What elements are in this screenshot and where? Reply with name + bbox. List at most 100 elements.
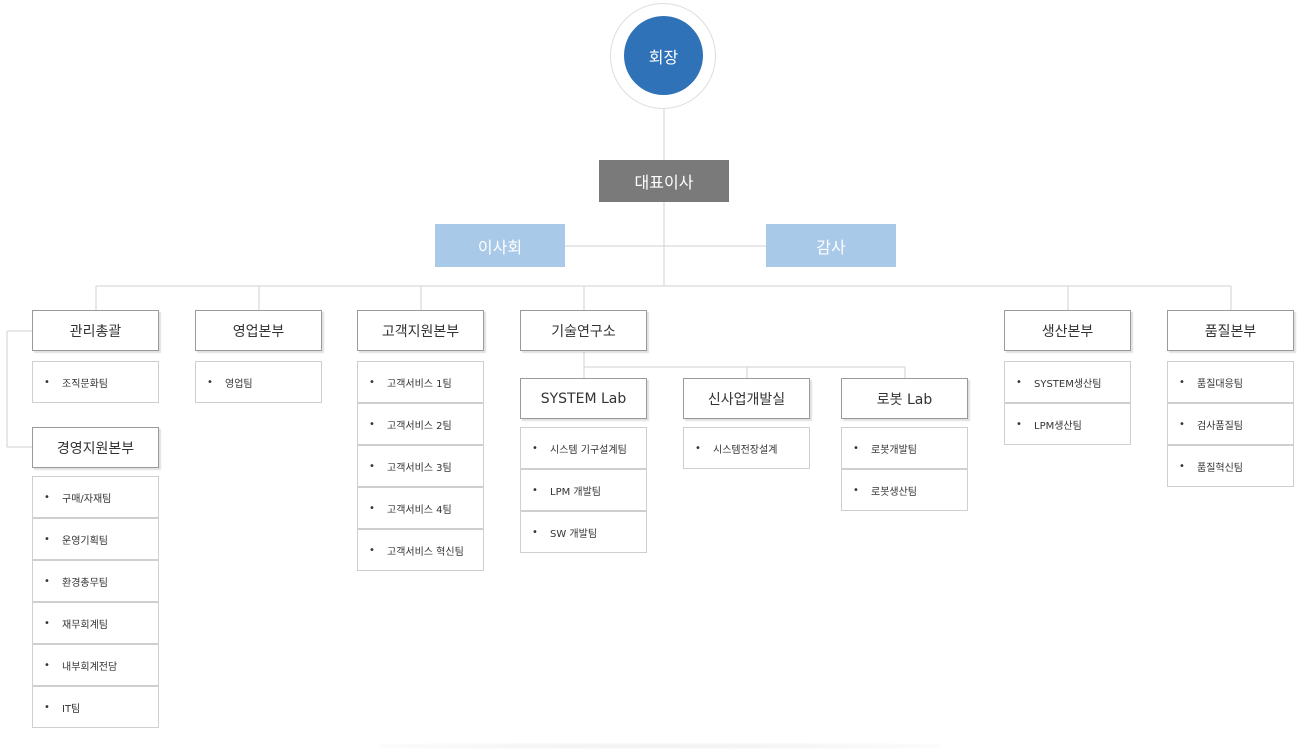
team-item[interactable]: • 내부회계전담 [32, 644, 159, 686]
ceo-node[interactable]: 대표이사 [599, 160, 729, 202]
bullet-icon: • [44, 376, 50, 388]
team-item[interactable]: • 고객서비스 2팀 [357, 403, 484, 445]
team-label: 시스템 기구설계팀 [550, 444, 627, 456]
bullet-icon: • [532, 526, 538, 538]
team-item[interactable]: • 품질대응팀 [1167, 361, 1294, 403]
team-label: 고객서비스 혁신팀 [387, 546, 464, 558]
bullet-icon: • [44, 533, 50, 545]
team-label: 영업팀 [225, 378, 253, 390]
dept-quality[interactable]: 품질본부 [1167, 310, 1294, 351]
team-item[interactable]: • 시스템 기구설계팀 [520, 427, 647, 469]
dept-label: 경영지원본부 [56, 440, 135, 457]
bullet-icon: • [853, 484, 859, 496]
dept-label: 영업본부 [232, 323, 285, 340]
bullet-icon: • [1016, 376, 1022, 388]
team-item[interactable]: • 재무회계팀 [32, 602, 159, 644]
team-item[interactable]: • 환경총무팀 [32, 560, 159, 602]
bullet-icon: • [44, 491, 50, 503]
audit-label: 감사 [816, 237, 846, 257]
bullet-icon: • [207, 376, 213, 388]
team-item[interactable]: • 품질혁신팀 [1167, 445, 1294, 487]
dept-label: 품질본부 [1204, 323, 1257, 340]
team-item[interactable]: • LPM 개발팀 [520, 469, 647, 511]
dept-label: 고객지원본부 [381, 323, 460, 340]
team-item[interactable]: • SW 개발팀 [520, 511, 647, 553]
lab-robot[interactable]: 로봇 Lab [841, 378, 968, 419]
board-node[interactable]: 이사회 [435, 224, 565, 267]
team-label: 고객서비스 4팀 [387, 504, 452, 516]
team-label: 고객서비스 1팀 [387, 378, 452, 390]
team-item[interactable]: • 구매/자재팀 [32, 476, 159, 518]
chairman-label: 회장 [648, 47, 679, 67]
team-label: 검사품질팀 [1197, 420, 1243, 432]
team-label: 고객서비스 3팀 [387, 462, 452, 474]
team-label: LPM 개발팀 [550, 486, 602, 498]
team-label: 품질대응팀 [1197, 378, 1243, 390]
team-label: 재무회계팀 [62, 619, 108, 631]
team-label: 품질혁신팀 [1197, 462, 1243, 474]
bullet-icon: • [1179, 418, 1185, 430]
dept-label: 기술연구소 [551, 323, 616, 340]
team-label: 고객서비스 2팀 [387, 420, 452, 432]
dept-production[interactable]: 생산본부 [1004, 310, 1131, 351]
team-item[interactable]: • 검사품질팀 [1167, 403, 1294, 445]
team-label: 로봇생산팀 [871, 486, 917, 498]
bullet-icon: • [369, 376, 375, 388]
team-label: SYSTEM생산팀 [1034, 378, 1102, 390]
dept-management[interactable]: 관리총괄 [32, 310, 159, 351]
dept-label: SYSTEM Lab [540, 390, 627, 407]
bullet-icon: • [532, 484, 538, 496]
bullet-icon: • [44, 617, 50, 629]
team-label: IT팀 [62, 703, 81, 715]
bullet-icon: • [44, 575, 50, 587]
team-label: 환경총무팀 [62, 577, 108, 589]
bullet-icon: • [44, 659, 50, 671]
team-item[interactable]: • IT팀 [32, 686, 159, 728]
team-item[interactable]: •로봇개발팀 [841, 427, 968, 469]
lab-system[interactable]: SYSTEM Lab [520, 378, 647, 419]
bullet-icon: • [1016, 418, 1022, 430]
bullet-icon: • [369, 460, 375, 472]
bullet-icon: • [853, 442, 859, 454]
bullet-icon: • [532, 442, 538, 454]
dept-label: 신사업개발실 [707, 391, 786, 408]
team-item[interactable]: • 고객서비스 3팀 [357, 445, 484, 487]
dept-label: 생산본부 [1041, 323, 1094, 340]
team-item[interactable]: • 고객서비스 4팀 [357, 487, 484, 529]
dept-customer-support[interactable]: 고객지원본부 [357, 310, 484, 351]
team-item[interactable]: • 시스템전장설계 [683, 427, 810, 469]
dept-new-business[interactable]: 신사업개발실 [683, 378, 810, 419]
team-item[interactable]: • SYSTEM생산팀 [1004, 361, 1131, 403]
team-item[interactable]: • 조직문화팀 [32, 361, 159, 403]
bullet-icon: • [369, 544, 375, 556]
ceo-label: 대표이사 [634, 173, 694, 192]
team-label: 조직문화팀 [62, 378, 108, 390]
team-item[interactable]: • LPM생산팀 [1004, 403, 1131, 445]
audit-node[interactable]: 감사 [766, 224, 896, 267]
team-item[interactable]: • 고객서비스 혁신팀 [357, 529, 484, 571]
team-label: 운영기획팀 [62, 535, 108, 547]
bullet-icon: • [369, 418, 375, 430]
dept-label: 관리총괄 [69, 323, 122, 340]
dept-sales[interactable]: 영업본부 [195, 310, 322, 351]
team-item[interactable]: • 로봇생산팀 [841, 469, 968, 511]
bullet-icon: • [1179, 460, 1185, 472]
team-item[interactable]: • 운영기획팀 [32, 518, 159, 560]
team-item[interactable]: • 고객서비스 1팀 [357, 361, 484, 403]
dept-label: 로봇 Lab [876, 391, 933, 408]
bullet-icon: • [1179, 376, 1185, 388]
dept-business-support[interactable]: 경영지원본부 [32, 427, 159, 468]
team-label: 시스템전장설계 [713, 444, 778, 456]
team-label: 구매/자재팀 [62, 493, 112, 505]
bullet-icon: • [369, 502, 375, 514]
bullet-icon: • [695, 442, 701, 454]
team-item[interactable]: • 영업팀 [195, 361, 322, 403]
dept-rnd-center[interactable]: 기술연구소 [520, 310, 647, 351]
bottom-shadow-decoration [380, 743, 940, 749]
team-label: 내부회계전담 [62, 661, 118, 673]
team-label: SW 개발팀 [550, 528, 598, 540]
bullet-icon: • [44, 701, 50, 713]
team-label: LPM생산팀 [1034, 420, 1082, 432]
chairman-node[interactable]: 회장 [624, 16, 703, 95]
